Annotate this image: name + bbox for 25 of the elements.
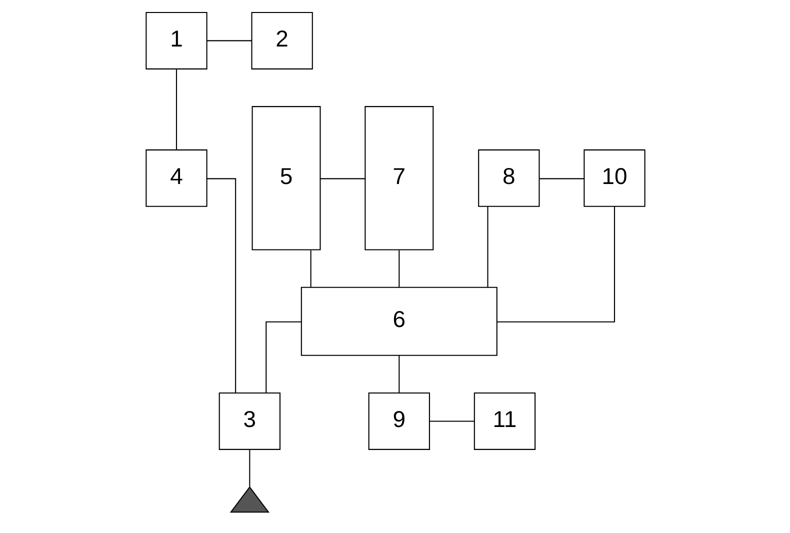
node-box: 2 [250,12,312,70]
node-box: 3 [218,392,280,450]
connector [175,69,177,150]
connector [206,40,252,42]
node-box: 1 [145,12,207,70]
node-box: 5 [251,106,320,250]
connector [320,178,365,180]
node-triangle [229,486,270,513]
connector [486,206,488,288]
node-box: 8 [478,149,540,207]
connector [496,206,615,322]
node-box: 6 [300,286,497,356]
connector [398,250,400,288]
connector [248,450,250,487]
connector [310,250,311,288]
connector [429,420,474,422]
node-box: 4 [145,149,207,207]
node-box: 7 [364,106,434,250]
node-box: 10 [583,149,645,207]
connector [206,178,236,393]
connector [538,178,584,180]
node-box: 11 [473,392,536,450]
connector [265,321,301,393]
connector [398,355,400,393]
node-box: 9 [368,392,430,450]
